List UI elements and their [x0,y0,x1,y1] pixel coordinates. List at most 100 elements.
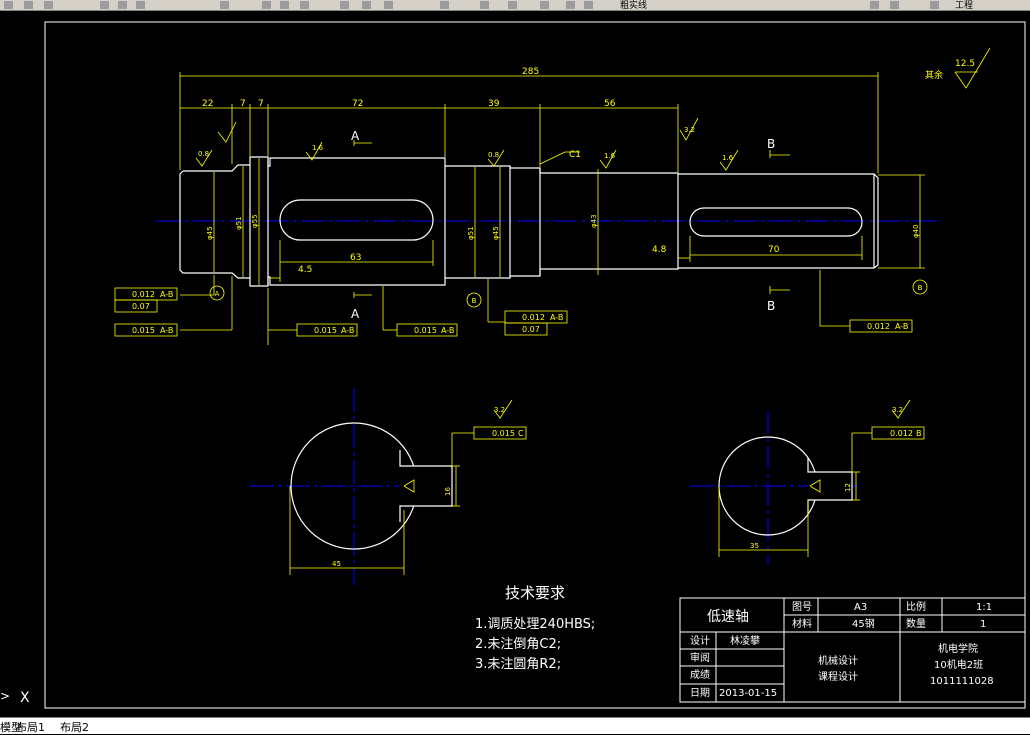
ucs-icon: X [20,690,30,706]
scale: 1:1 [976,602,992,613]
command-prompt: > [0,689,10,703]
sun-icon[interactable] [584,1,593,9]
tol-ref-5: A-B [550,313,563,322]
copy-icon[interactable] [118,1,127,9]
course-line-2: 课程设计 [818,670,858,683]
scale-label: 比例 [906,600,926,613]
tol-runout-3: 0.015 [314,326,337,335]
dim-dia-55: φ55 [251,214,259,228]
tab-layout1[interactable]: 布局1 [16,721,45,734]
tech-req-1: 1.调质处理240HBS; [475,617,595,632]
dim-keyway-70: 70 [768,245,780,255]
zoom-window-icon[interactable] [300,1,309,9]
workspace-dropdown[interactable]: 工程 [955,1,974,11]
drawing-border [44,21,1026,709]
dim-56: 56 [604,99,616,109]
layout-tabs: 模型 布局1 布局2 [0,717,1030,734]
qty: 1 [980,619,986,630]
dim-key-depth-a: 16 [444,487,452,496]
layer-state-icon[interactable] [890,1,899,9]
tol-ref-b: B [916,429,922,438]
tol-sym-b: 0.012 [890,429,913,438]
roughness-2: 0.8 [488,151,499,159]
roughness-1: 1.6 [312,144,324,152]
tool-palette-icon[interactable] [440,1,449,9]
tol-ref-c: C [518,429,524,438]
dim-dia-43: φ43 [590,214,598,228]
dim-chamfer: C1 [569,150,581,160]
pan-icon[interactable] [262,1,271,9]
tech-req-title: 技术要求 [505,584,565,602]
section-a-bottom: A [351,307,360,321]
drawing-canvas[interactable]: 285 22 7 7 72 39 56 63 4.5 4.8 70 C1 φ45… [0,11,1030,717]
zoom-prev-icon[interactable] [340,1,349,9]
layer-prev-icon[interactable] [870,1,879,9]
tab-layout2[interactable]: 布局2 [60,721,89,734]
calculator-icon[interactable] [480,1,489,9]
date: 2013-01-15 [719,688,777,699]
cut-icon[interactable] [100,1,109,9]
open-icon[interactable] [24,1,33,9]
tol-runout-2: 0.015 [132,326,155,335]
undo-icon[interactable] [220,1,229,9]
properties-icon[interactable] [362,1,371,9]
roughness-other-label: 其余 [925,69,943,81]
dim-7b: 7 [258,99,264,109]
dim-offset-4-5: 4.5 [298,265,312,275]
layer-icon[interactable] [540,1,549,9]
section-b-bottom: B [767,299,775,313]
roughness-8: 3.2 [892,406,903,414]
dim-key-width-a: 45 [332,560,341,568]
date-label: 日期 [690,687,710,699]
section-labels: A A B B [351,129,775,321]
part-name: 低速轴 [707,609,749,625]
roughness-6: 0.8 [198,150,209,158]
zoom-icon[interactable] [280,1,289,9]
workspace-icon[interactable] [930,1,939,9]
qty-label: 数量 [906,617,926,630]
layer-dropdown[interactable]: 粗实线 [620,1,648,11]
course-line-1: 机械设计 [818,654,858,667]
tol-sym-c: 0.015 [492,429,515,438]
roughness-5: 3.2 [684,126,695,134]
review-label: 审阅 [690,651,710,664]
dim-keyway-63: 63 [350,253,361,263]
school-line-3: 1011111028 [930,676,994,687]
tab-model[interactable]: 模型 [0,721,22,734]
dim-key-width-b: 35 [750,542,759,550]
tol-runout-1: 0.012 [132,290,155,299]
dim-dia-45: φ45 [206,226,214,240]
section-a-top: A [351,129,360,143]
datum-d: B [918,284,923,292]
dim-7a: 7 [240,99,246,109]
new-icon[interactable] [4,1,13,9]
roughness-7: 3.2 [494,406,505,414]
dim-dia-40: φ40 [912,224,920,238]
dim-39: 39 [488,99,500,109]
paste-icon[interactable] [136,1,145,9]
dim-offset-4-8: 4.8 [652,245,667,255]
help-icon[interactable] [508,1,517,9]
roughness-texts: 其余 12.5 1.6 0.8 1.6 1.6 3.2 0.8 3.2 3.2 [198,59,975,414]
tol-ref-4: A-B [441,326,454,335]
roughness-3: 1.6 [604,152,616,160]
roughness-4: 1.6 [722,154,734,162]
section-b-top: B [767,137,775,151]
save-icon[interactable] [44,1,53,9]
tech-req-3: 3.未注圆角R2; [475,657,561,672]
dimension-texts: 285 22 7 7 72 39 56 63 4.5 4.8 70 C1 φ45… [202,67,920,568]
drawing-no-label: 图号 [792,601,812,613]
title-block-texts: 低速轴 图号 A3 比例 1:1 材料 45钢 数量 1 设计 林凌攀 审阅 成… [690,600,994,699]
tol-cyl-1: 0.07 [132,302,150,311]
tol-runout-5: 0.012 [522,313,545,322]
tol-ref-3: A-B [341,326,354,335]
design-center-icon[interactable] [384,1,393,9]
command-area: > X [0,689,30,706]
dimension-lines [114,47,991,575]
shaft-outline [179,156,879,550]
tol-runout-4: 0.015 [414,326,437,335]
tol-runout-6: 0.012 [867,322,890,331]
light-bulb-icon[interactable] [566,1,575,9]
datum-labels: A B B [215,284,923,305]
tol-cyl-2: 0.07 [522,325,540,334]
